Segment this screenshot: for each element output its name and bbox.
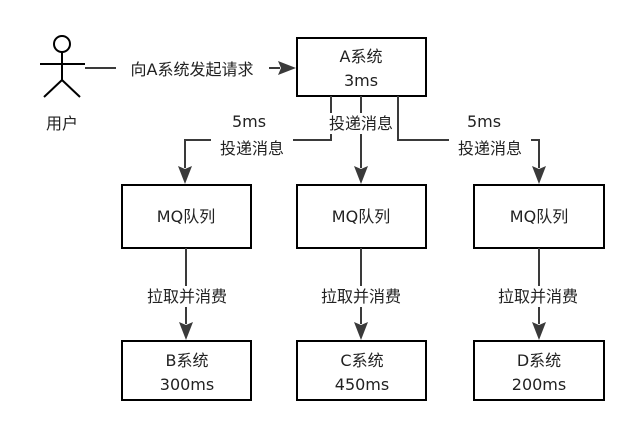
system-a-time: 3ms <box>344 71 378 90</box>
request-connector: 向A系统发起请求 <box>85 58 296 79</box>
system-d-box <box>473 340 605 401</box>
consume-connector-middle: 拉取并消费 <box>313 248 409 340</box>
system-b-name: B系统 <box>166 351 209 370</box>
system-a-node: A系统 3ms <box>296 37 427 97</box>
user-actor: 用户 <box>40 35 85 133</box>
system-a-box <box>296 37 427 97</box>
system-b-time: 300ms <box>160 375 214 394</box>
request-arrowhead-icon <box>278 61 296 75</box>
mq-queue-right: MQ队列 <box>473 184 605 249</box>
mq-queue-middle-label: MQ队列 <box>332 207 390 226</box>
user-label: 用户 <box>46 114 78 133</box>
mq-queue-left-label: MQ队列 <box>157 207 215 226</box>
deliver-arrowhead-middle-icon <box>354 166 368 184</box>
consume-arrowhead-middle-icon <box>354 322 368 340</box>
system-c-time: 450ms <box>335 375 389 394</box>
consume-connector-left: 拉取并消费 <box>139 248 235 340</box>
mq-queue-middle: MQ队列 <box>296 184 427 249</box>
deliver-label-middle: 投递消息 <box>329 114 393 133</box>
deliver-label-left: 投递消息 <box>220 139 284 158</box>
mq-queue-left-box <box>121 184 252 249</box>
deliver-connector-right: 5ms 投递消息 <box>397 96 546 184</box>
system-b-node: B系统 300ms <box>121 340 252 401</box>
consume-label-middle: 拉取并消费 <box>321 287 401 306</box>
consume-arrowhead-left-icon <box>179 322 193 340</box>
mq-queue-right-box <box>473 184 605 249</box>
deliver-time-left: 5ms <box>232 112 266 131</box>
deliver-label-right: 投递消息 <box>458 139 522 158</box>
system-c-name: C系统 <box>340 351 383 370</box>
system-d-time: 200ms <box>512 375 566 394</box>
system-c-box <box>296 340 427 401</box>
deliver-connector-middle: 投递消息 <box>322 96 402 184</box>
mq-queue-right-label: MQ队列 <box>510 207 568 226</box>
deliver-arrowhead-left-icon <box>178 166 192 184</box>
mq-queue-middle-box <box>296 184 427 249</box>
system-d-name: D系统 <box>517 351 561 370</box>
deliver-connector-left: 5ms 投递消息 <box>178 96 332 184</box>
user-stick-figure-icon <box>40 35 85 98</box>
deliver-time-right: 5ms <box>467 112 501 131</box>
consume-label-right: 拉取并消费 <box>498 287 578 306</box>
system-c-node: C系统 450ms <box>296 340 427 401</box>
consume-label-left: 拉取并消费 <box>147 287 227 306</box>
system-a-name: A系统 <box>340 47 383 66</box>
deliver-arrowhead-right-icon <box>532 166 546 184</box>
consume-arrowhead-right-icon <box>532 322 546 340</box>
request-label: 向A系统发起请求 <box>131 60 254 79</box>
mq-queue-left: MQ队列 <box>121 184 252 249</box>
consume-connector-right: 拉取并消费 <box>489 248 587 340</box>
system-d-node: D系统 200ms <box>473 340 605 401</box>
system-b-box <box>121 340 252 401</box>
